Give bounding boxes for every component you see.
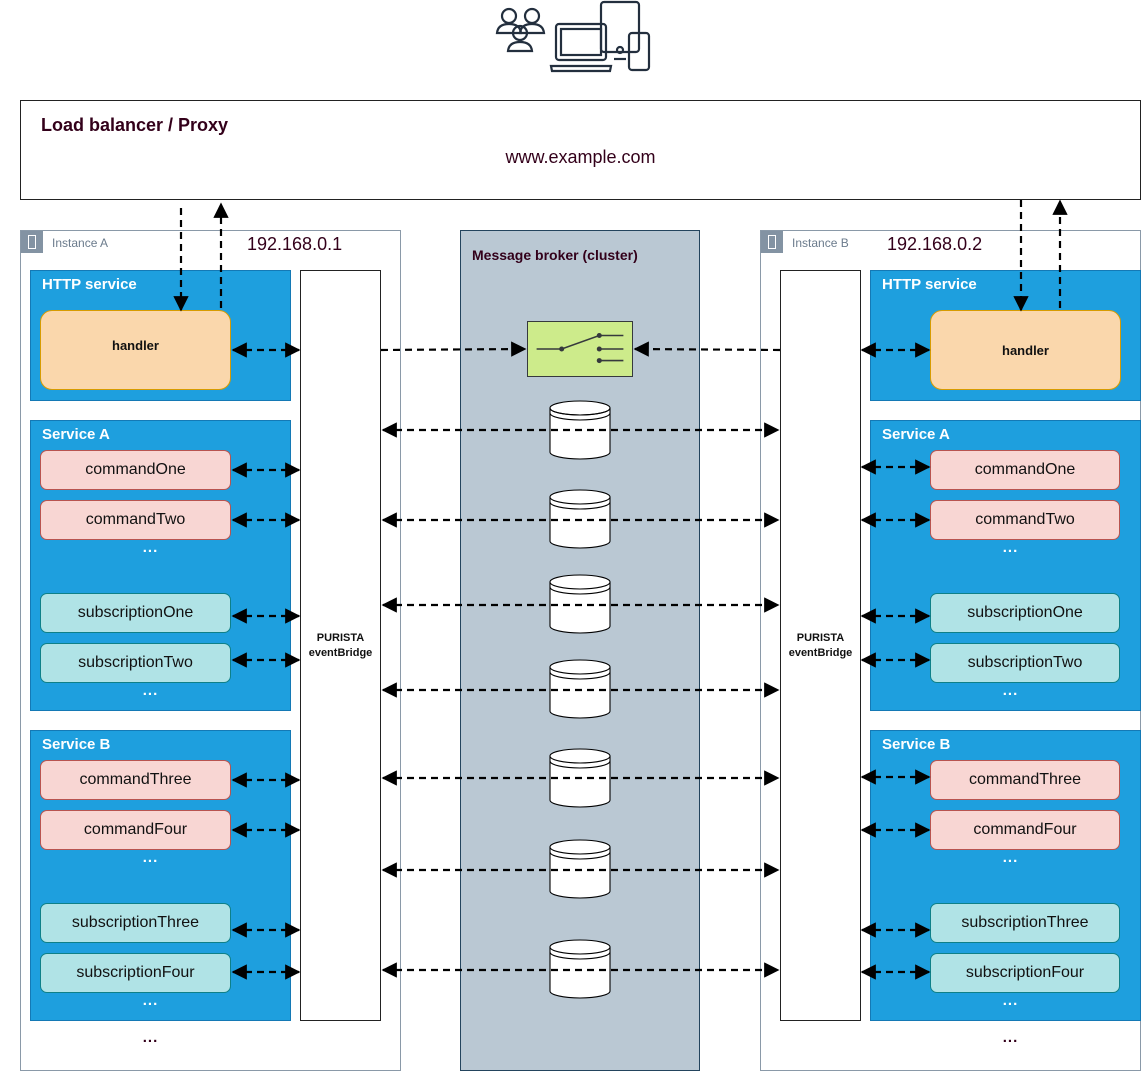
subscription-two: subscriptionTwo (40, 643, 231, 683)
event-bridge-label: PURISTA eventBridge (308, 632, 373, 659)
instance-label: Instance A (52, 236, 109, 250)
command-three: commandThree (40, 760, 231, 800)
database-icon (549, 400, 611, 460)
load-balancer-url: www.example.com (505, 147, 656, 167)
more-subscriptions: ... (142, 682, 159, 699)
instance-ip: 192.168.0.2 (887, 234, 983, 254)
subscription-one: subscriptionOne (930, 593, 1120, 633)
database-icon (549, 489, 611, 549)
command-one: commandOne (930, 450, 1120, 490)
more-commands: ... (142, 539, 159, 556)
subscription-three: subscriptionThree (40, 903, 231, 943)
command-four: commandFour (40, 810, 231, 850)
more-commands: ... (142, 849, 159, 866)
http-service-title: HTTP service (42, 276, 137, 293)
command-two: commandTwo (40, 500, 231, 540)
load-balancer-title: Load balancer / Proxy (41, 115, 229, 135)
command-one: commandOne (40, 450, 231, 490)
handler-label: handler (112, 338, 159, 353)
service-title: Service B (42, 736, 111, 753)
service-title: Service B (882, 736, 951, 753)
users-devices-icon (495, 0, 651, 73)
subscription-two: subscriptionTwo (930, 643, 1120, 683)
subscription-four: subscriptionFour (930, 953, 1120, 993)
event-bridge-label: PURISTA eventBridge (788, 632, 853, 659)
command-three: commandThree (930, 760, 1120, 800)
load-balancer: Load balancer / Proxy www.example.com (20, 100, 1141, 200)
handler: handler (930, 310, 1121, 390)
more-subscriptions: ... (142, 992, 159, 1009)
http-service-title: HTTP service (882, 276, 977, 293)
handler: handler (40, 310, 231, 390)
subscription-one: subscriptionOne (40, 593, 231, 633)
server-icon (761, 231, 783, 253)
more-commands: ... (1002, 849, 1019, 866)
instance-label: Instance B (792, 236, 849, 250)
service-title: Service A (882, 426, 950, 443)
subscription-four: subscriptionFour (40, 953, 231, 993)
command-four: commandFour (930, 810, 1120, 850)
more-services: ... (1002, 1029, 1019, 1046)
database-icon (549, 574, 611, 634)
switch-icon (527, 321, 633, 377)
message-broker-title: Message broker (cluster) (472, 247, 638, 263)
event-bridge: PURISTA eventBridge (780, 270, 861, 1021)
more-subscriptions: ... (1002, 682, 1019, 699)
database-icon (549, 839, 611, 899)
instance-ip: 192.168.0.1 (247, 234, 343, 254)
subscription-three: subscriptionThree (930, 903, 1120, 943)
server-icon (21, 231, 43, 253)
command-two: commandTwo (930, 500, 1120, 540)
more-subscriptions: ... (1002, 992, 1019, 1009)
database-icon (549, 748, 611, 808)
more-services: ... (142, 1029, 159, 1046)
handler-label: handler (1002, 343, 1049, 358)
more-commands: ... (1002, 539, 1019, 556)
database-icon (549, 659, 611, 719)
database-icon (549, 939, 611, 999)
service-title: Service A (42, 426, 110, 443)
event-bridge: PURISTA eventBridge (300, 270, 381, 1021)
